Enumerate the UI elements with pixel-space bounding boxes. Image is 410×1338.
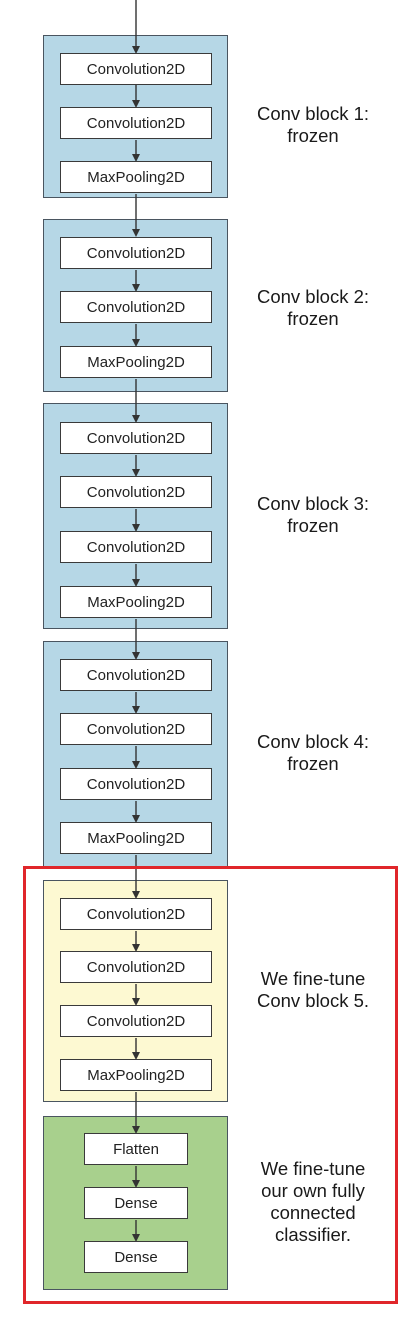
layer-conv2d: Convolution2D	[60, 951, 212, 983]
layer-conv2d: Convolution2D	[60, 713, 212, 745]
layer-maxpooling2d: MaxPooling2D	[60, 822, 212, 854]
layer-maxpooling2d: MaxPooling2D	[60, 1059, 212, 1091]
layer-conv2d: Convolution2D	[60, 1005, 212, 1037]
block-4-label: Conv block 4:frozen	[256, 731, 370, 774]
layer-conv2d: Convolution2D	[60, 291, 212, 323]
layer-conv2d: Convolution2D	[60, 659, 212, 691]
layer-conv2d: Convolution2D	[60, 237, 212, 269]
block-3-label: Conv block 3:frozen	[256, 493, 370, 536]
layer-conv2d: Convolution2D	[60, 531, 212, 563]
block-1-label: Conv block 1:frozen	[256, 103, 370, 146]
layer-dense: Dense	[84, 1241, 188, 1273]
layer-flatten: Flatten	[84, 1133, 188, 1165]
layer-dense: Dense	[84, 1187, 188, 1219]
layer-conv2d: Convolution2D	[60, 476, 212, 508]
layer-conv2d: Convolution2D	[60, 53, 212, 85]
layer-maxpooling2d: MaxPooling2D	[60, 346, 212, 378]
layer-maxpooling2d: MaxPooling2D	[60, 586, 212, 618]
layer-conv2d: Convolution2D	[60, 107, 212, 139]
layer-conv2d: Convolution2D	[60, 898, 212, 930]
block-2-label: Conv block 2:frozen	[256, 286, 370, 329]
layer-conv2d: Convolution2D	[60, 768, 212, 800]
layer-maxpooling2d: MaxPooling2D	[60, 161, 212, 193]
fine-tune-highlight-frame	[23, 866, 398, 1304]
layer-conv2d: Convolution2D	[60, 422, 212, 454]
